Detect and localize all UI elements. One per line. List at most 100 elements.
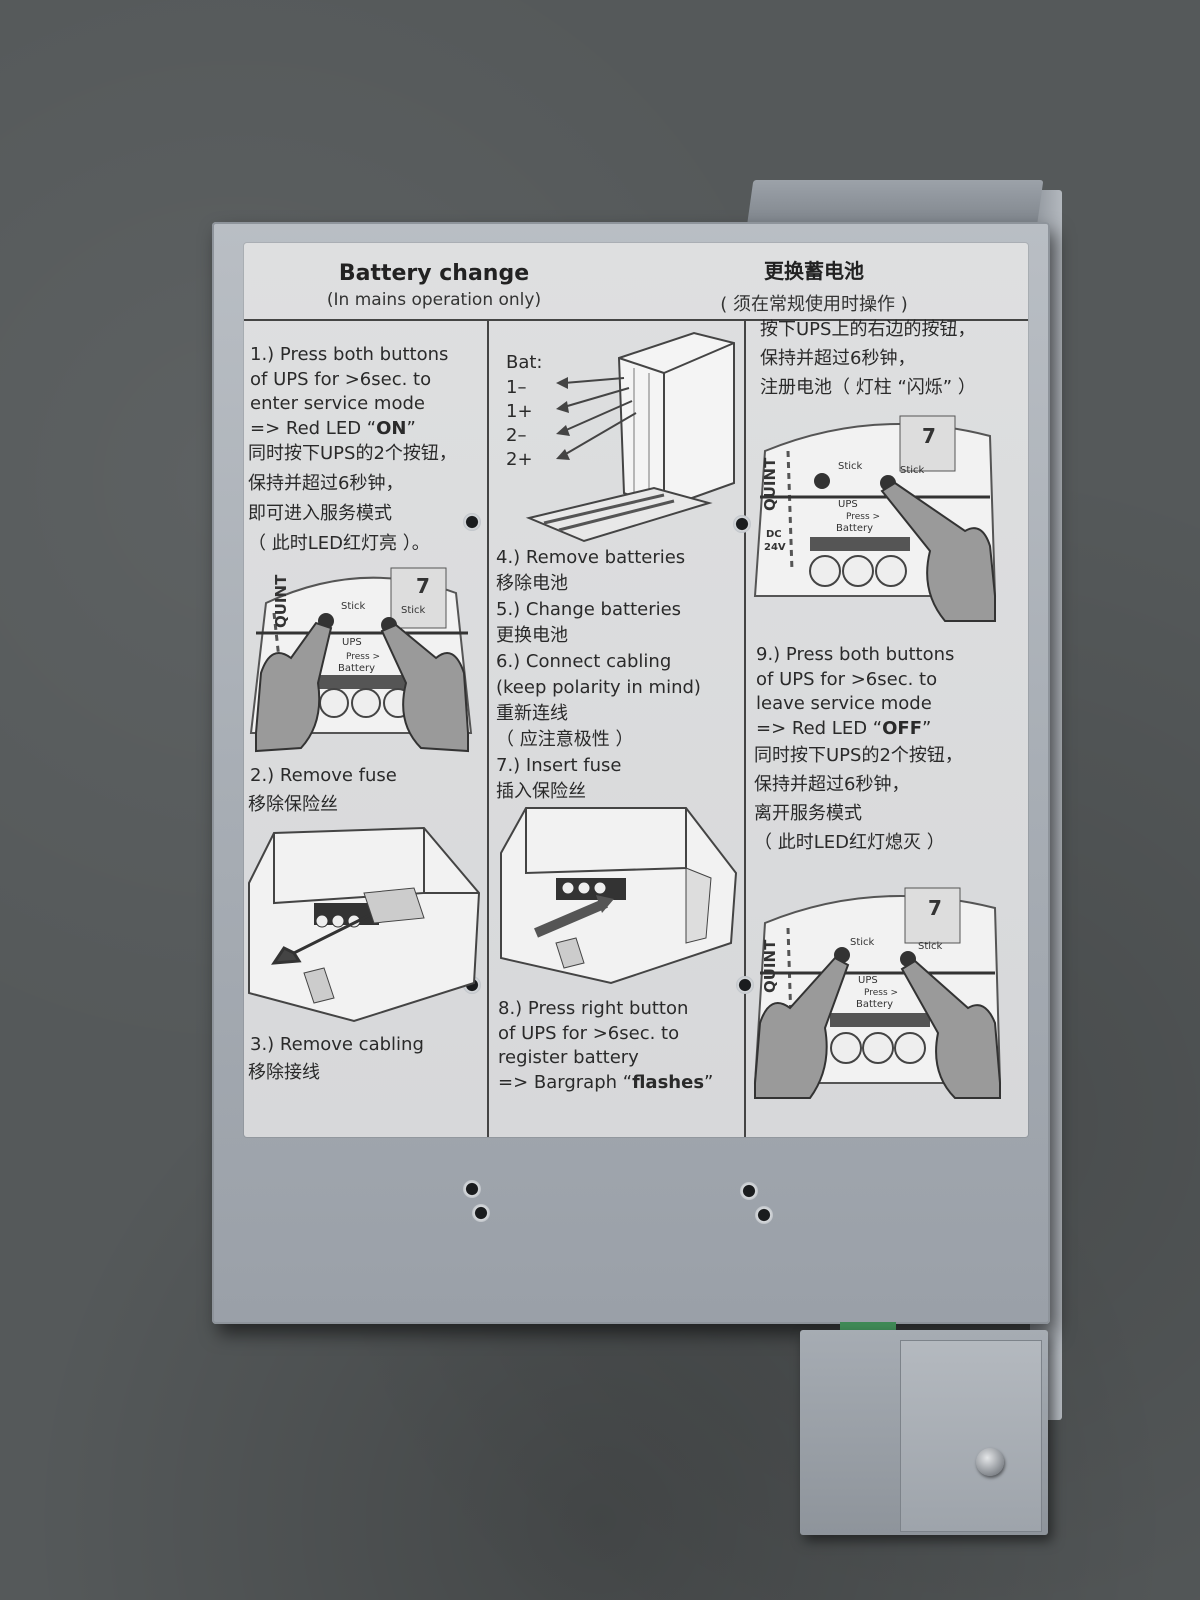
svg-text:7: 7 — [928, 896, 942, 920]
step2-text: 2.) Remove fuse — [250, 765, 397, 786]
panel-stick-label: Stick — [341, 601, 366, 612]
step1-emphasis: ON — [376, 417, 407, 439]
step6-text: (keep polarity in mind) — [496, 677, 701, 698]
panel-battery-label: Battery — [338, 663, 375, 674]
panel-dc-label: DC — [766, 529, 782, 540]
panel-stick-label: Stick — [401, 605, 426, 616]
step9-line: 9.) Press both buttons — [756, 644, 955, 665]
label-title: Battery change — [338, 261, 530, 286]
step8-cn-line: 保持并超过6秒钟， — [760, 348, 916, 369]
illustration-press-both-buttons-exit: QUINT 7 Stick Stick UPS Press > Battery — [753, 887, 1002, 1099]
mounting-hole — [736, 976, 754, 994]
step8-line: => Bargraph “ — [498, 1071, 633, 1093]
illustration-press-right-button: QUINT 7 Stick Stick UPS Press > Battery … — [753, 415, 997, 622]
panel-stick-label: Stick — [838, 461, 863, 472]
header-divider — [244, 319, 1028, 321]
step8-text-cn: 按下UPS上的右边的按钮， 保持并超过6秒钟， 注册电池（ 灯柱 “闪烁” ） — [760, 315, 976, 402]
panel-ups-label: UPS — [858, 975, 878, 986]
label-header-cn: 更换蓄电池 ( 须在常规使用时操作 ) — [654, 255, 974, 316]
panel-brand: QUINT — [272, 574, 290, 628]
step8-line: 8.) Press right button — [498, 998, 689, 1019]
step8-line: ” — [704, 1071, 714, 1093]
step7-text-cn: 插入保险丝 — [496, 781, 586, 802]
panel-stick-label: Stick — [918, 941, 943, 952]
mounting-hole — [463, 1180, 481, 1198]
panel-press-label: Press > — [846, 512, 880, 522]
column-divider — [487, 321, 489, 1137]
label-subtitle-cn: ( 须在常规使用时操作 ) — [720, 294, 908, 315]
step8-cn-line: 按下UPS上的右边的按钮， — [760, 319, 976, 340]
step1-cn-line: 即可进入服务模式 — [248, 503, 392, 524]
step1-text-cn: 同时按下UPS的2个按钮， 保持并超过6秒钟， 即可进入服务模式 （ 此时LED… — [248, 439, 457, 559]
panel-brand: QUINT — [761, 939, 779, 993]
step9-line: leave service mode — [756, 693, 932, 714]
step4-text-cn: 移除电池 — [496, 573, 568, 594]
step3-text-cn: 移除接线 — [248, 1062, 320, 1083]
module-cover-plate — [900, 1340, 1042, 1532]
svg-text:7: 7 — [922, 424, 936, 448]
step8-text: 8.) Press right button of UPS for >6sec.… — [498, 997, 713, 1095]
step1-line: => Red LED “ — [250, 417, 377, 439]
panel-battery-label: Battery — [856, 999, 893, 1010]
mounting-hole — [733, 515, 751, 533]
step2-text-cn: 移除保险丝 — [248, 794, 338, 815]
step8-line: register battery — [498, 1047, 639, 1068]
step9-cn-line: （ 此时LED红灯熄灭 ） — [754, 832, 945, 853]
illustration-remove-fuse — [248, 826, 481, 1023]
step1-line: ” — [406, 417, 416, 439]
step7-text: 7.) Insert fuse — [496, 755, 622, 776]
mounting-hole — [472, 1204, 490, 1222]
step9-line: of UPS for >6sec. to — [756, 668, 938, 690]
step8-line: of UPS for >6sec. to — [498, 1022, 680, 1044]
battery-change-label: Battery change (In mains operation only)… — [244, 243, 1028, 1137]
panel-ups-label: UPS — [342, 637, 362, 648]
step9-line: ” — [922, 717, 932, 739]
step5-text: 5.) Change batteries — [496, 599, 682, 620]
label-header-en: Battery change (In mains operation only) — [314, 261, 554, 310]
step1-line: of UPS for >6sec. to — [250, 368, 432, 390]
panel-battery-label: Battery — [836, 523, 873, 534]
steps-4-7-text: 4.) Remove batteries 移除电池 5.) Change bat… — [496, 545, 701, 805]
top-mounting-bracket — [746, 180, 1044, 228]
step9-cn-line: 离开服务模式 — [754, 803, 862, 824]
bat-terminal: 1– — [506, 377, 527, 398]
mounting-hole — [463, 513, 481, 531]
panel-volts-label: 24V — [764, 542, 786, 553]
step1-text: 1.) Press both buttons of UPS for >6sec.… — [250, 343, 448, 441]
panel-stick-label: Stick — [850, 937, 875, 948]
step5-text-cn: 更换电池 — [496, 625, 568, 646]
step9-cn-line: 同时按下UPS的2个按钮， — [754, 745, 963, 766]
panel-stick-label: Stick — [900, 465, 925, 476]
bat-terminal: 2– — [506, 425, 527, 446]
step9-line: => Red LED “ — [756, 717, 883, 739]
label-subtitle: (In mains operation only) — [326, 290, 542, 310]
mounting-hole — [740, 1182, 758, 1200]
panel-brand: QUINT — [761, 457, 779, 511]
step4-text: 4.) Remove batteries — [496, 547, 686, 568]
bat-terminal-list: 1– 1+ 2– 2+ — [506, 376, 533, 472]
step6-text: 6.) Connect cabling — [496, 651, 672, 672]
bottom-module — [800, 1330, 1048, 1535]
step8-cn-line: 注册电池（ 灯柱 “闪烁” ） — [760, 377, 976, 398]
illustration-battery-pack — [525, 331, 735, 543]
step6-text-cn: 重新连线 — [496, 703, 568, 724]
step1-line: 1.) Press both buttons — [250, 344, 449, 365]
column-divider — [744, 321, 746, 1137]
step3-text: 3.) Remove cabling — [250, 1034, 424, 1055]
step8-emphasis: flashes — [632, 1071, 705, 1093]
step1-cn-line: （ 此时LED红灯亮 ）。 — [248, 533, 430, 554]
panel-press-label: Press > — [346, 652, 380, 662]
svg-text:7: 7 — [416, 574, 430, 598]
panel-ups-label: UPS — [838, 499, 858, 510]
step1-cn-line: 保持并超过6秒钟， — [248, 473, 404, 494]
panel-press-label: Press > — [864, 988, 898, 998]
step9-text-cn: 同时按下UPS的2个按钮， 保持并超过6秒钟， 离开服务模式 （ 此时LED红灯… — [754, 741, 963, 857]
mounting-hole — [755, 1206, 773, 1224]
step9-cn-line: 保持并超过6秒钟， — [754, 774, 910, 795]
illustration-press-both-buttons: QUINT 7 Stick Stick UPS Press > Battery — [249, 567, 473, 753]
bat-terminal: 2+ — [506, 449, 533, 470]
illustration-insert-fuse — [500, 807, 738, 985]
label-title-cn: 更换蓄电池 — [764, 259, 864, 283]
screw-icon — [976, 1448, 1004, 1476]
